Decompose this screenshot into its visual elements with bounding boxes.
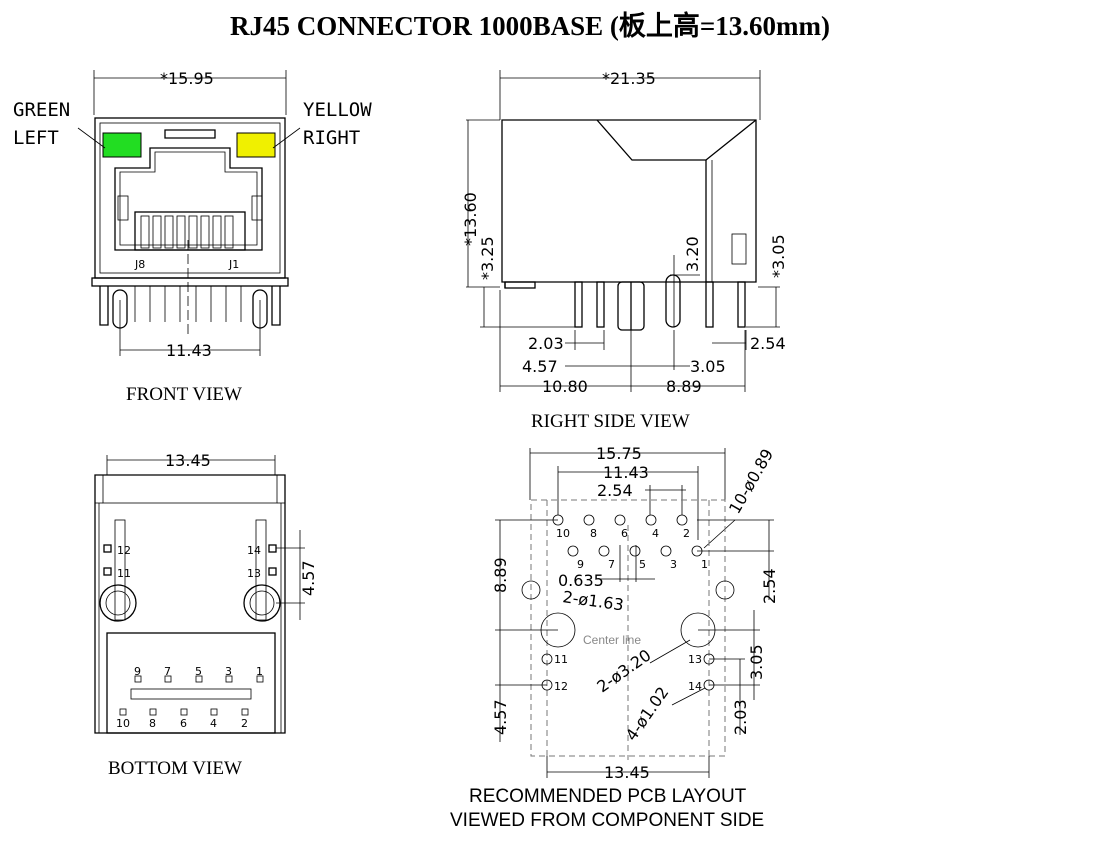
side-dim-305: *3.05 bbox=[769, 234, 788, 278]
pcb-pin-6: 6 bbox=[621, 527, 628, 540]
led-left-side-label: LEFT bbox=[13, 127, 59, 149]
pcb-dim-0635: 0.635 bbox=[558, 571, 604, 590]
bottom-pin-10: 10 bbox=[116, 717, 130, 730]
bottom-pin-9: 9 bbox=[134, 665, 141, 678]
pcb-pin-4: 4 bbox=[652, 527, 659, 540]
pcb-dim-305: 3.05 bbox=[747, 644, 766, 680]
pcb-pin-3: 3 bbox=[670, 558, 677, 571]
pcb-caption-line2: VIEWED FROM COMPONENT SIDE bbox=[450, 810, 764, 831]
side-dim-889: 8.89 bbox=[666, 377, 702, 396]
pcb-dim-457: 4.57 bbox=[491, 699, 510, 735]
page-title: RJ45 CONNECTOR 1000BASE (板上高=13.60mm) bbox=[230, 11, 830, 41]
side-height-dim: *13.60 bbox=[461, 192, 480, 246]
bottom-pin-4: 4 bbox=[210, 717, 217, 730]
side-dim-457: 4.57 bbox=[522, 357, 558, 376]
pin-label-j8: J8 bbox=[134, 258, 145, 271]
pcb-pin-10: 10 bbox=[556, 527, 570, 540]
pcb-layout: 15.75 11.43 2.54 10-ø0.89 10 8 6 4 2 9 7 bbox=[450, 444, 779, 831]
side-length-dim: *21.35 bbox=[602, 69, 656, 88]
bottom-view: 13.45 12 11 14 13 4.57 bbox=[94, 451, 318, 779]
green-led bbox=[102, 132, 142, 158]
front-view-caption: FRONT VIEW bbox=[126, 384, 242, 405]
pcb-dim-203: 2.03 bbox=[731, 699, 750, 735]
bottom-led-pin-14: 14 bbox=[247, 544, 261, 557]
bottom-pin-6: 6 bbox=[180, 717, 187, 730]
front-pitch-dim: 11.43 bbox=[166, 341, 212, 360]
pcb-pin-8: 8 bbox=[590, 527, 597, 540]
bottom-pin-7: 7 bbox=[164, 665, 171, 678]
pcb-dim-1575: 15.75 bbox=[596, 444, 642, 463]
bottom-led-pin-12: 12 bbox=[117, 544, 131, 557]
side-view-caption: RIGHT SIDE VIEW bbox=[531, 411, 690, 432]
side-dim-320: 3.20 bbox=[683, 236, 702, 272]
bottom-led-pin-13: 13 bbox=[247, 567, 261, 580]
pcb-caption-line1: RECOMMENDED PCB LAYOUT bbox=[469, 786, 747, 807]
pcb-pin-2: 2 bbox=[683, 527, 690, 540]
pcb-dim-320: 2-ø3.20 bbox=[593, 646, 654, 697]
led-left-color-label: GREEN bbox=[13, 99, 70, 121]
pcb-dim-254v: 2.54 bbox=[760, 568, 779, 604]
pcb-dim-1345: 13.45 bbox=[604, 763, 650, 782]
pcb-dim-254: 2.54 bbox=[597, 481, 633, 500]
side-dim-1080: 10.80 bbox=[542, 377, 588, 396]
bottom-width-dim: 13.45 bbox=[165, 451, 211, 470]
side-dim-325: *3.25 bbox=[478, 236, 497, 280]
yellow-led bbox=[236, 132, 276, 158]
pcb-pin-5: 5 bbox=[639, 558, 646, 571]
bottom-dim-457: 4.57 bbox=[299, 560, 318, 596]
bottom-pin-3: 3 bbox=[225, 665, 232, 678]
pcb-dim-102: 4-ø1.02 bbox=[622, 683, 673, 744]
pcb-pin-9: 9 bbox=[577, 558, 584, 571]
pcb-led-pin-11: 11 bbox=[554, 653, 568, 666]
front-width-dim: *15.95 bbox=[160, 69, 214, 88]
pcb-pin-7: 7 bbox=[608, 558, 615, 571]
pcb-pin-1: 1 bbox=[701, 558, 708, 571]
bottom-pin-8: 8 bbox=[149, 717, 156, 730]
pin-label-j1: J1 bbox=[228, 258, 239, 271]
side-dim-203: 2.03 bbox=[528, 334, 564, 353]
pcb-hole-dim: 10-ø0.89 bbox=[725, 446, 777, 517]
pcb-dim-1143: 11.43 bbox=[603, 463, 649, 482]
pcb-dim-163: 2-ø1.63 bbox=[561, 587, 624, 614]
side-dim-305b: 3.05 bbox=[690, 357, 726, 376]
bottom-pin-2: 2 bbox=[241, 717, 248, 730]
side-dim-254: 2.54 bbox=[750, 334, 786, 353]
led-right-color-label: YELLOW bbox=[303, 99, 372, 121]
pcb-led-pin-14: 14 bbox=[688, 680, 702, 693]
bottom-pin-1: 1 bbox=[256, 665, 263, 678]
bottom-led-pin-11: 11 bbox=[117, 567, 131, 580]
bottom-pin-5: 5 bbox=[195, 665, 202, 678]
pcb-center-line-label: Center line bbox=[583, 633, 641, 647]
pcb-dim-889: 8.89 bbox=[491, 557, 510, 593]
pcb-led-pin-12: 12 bbox=[554, 680, 568, 693]
front-view: *15.95 GREEN LEFT YELLOW RIGHT J8 J1 bbox=[13, 69, 372, 405]
pcb-led-pin-13: 13 bbox=[688, 653, 702, 666]
led-right-side-label: RIGHT bbox=[303, 127, 360, 149]
bottom-view-caption: BOTTOM VIEW bbox=[108, 758, 242, 779]
side-view: *21.35 *13.60 *3.25 3.20 bbox=[461, 69, 788, 432]
